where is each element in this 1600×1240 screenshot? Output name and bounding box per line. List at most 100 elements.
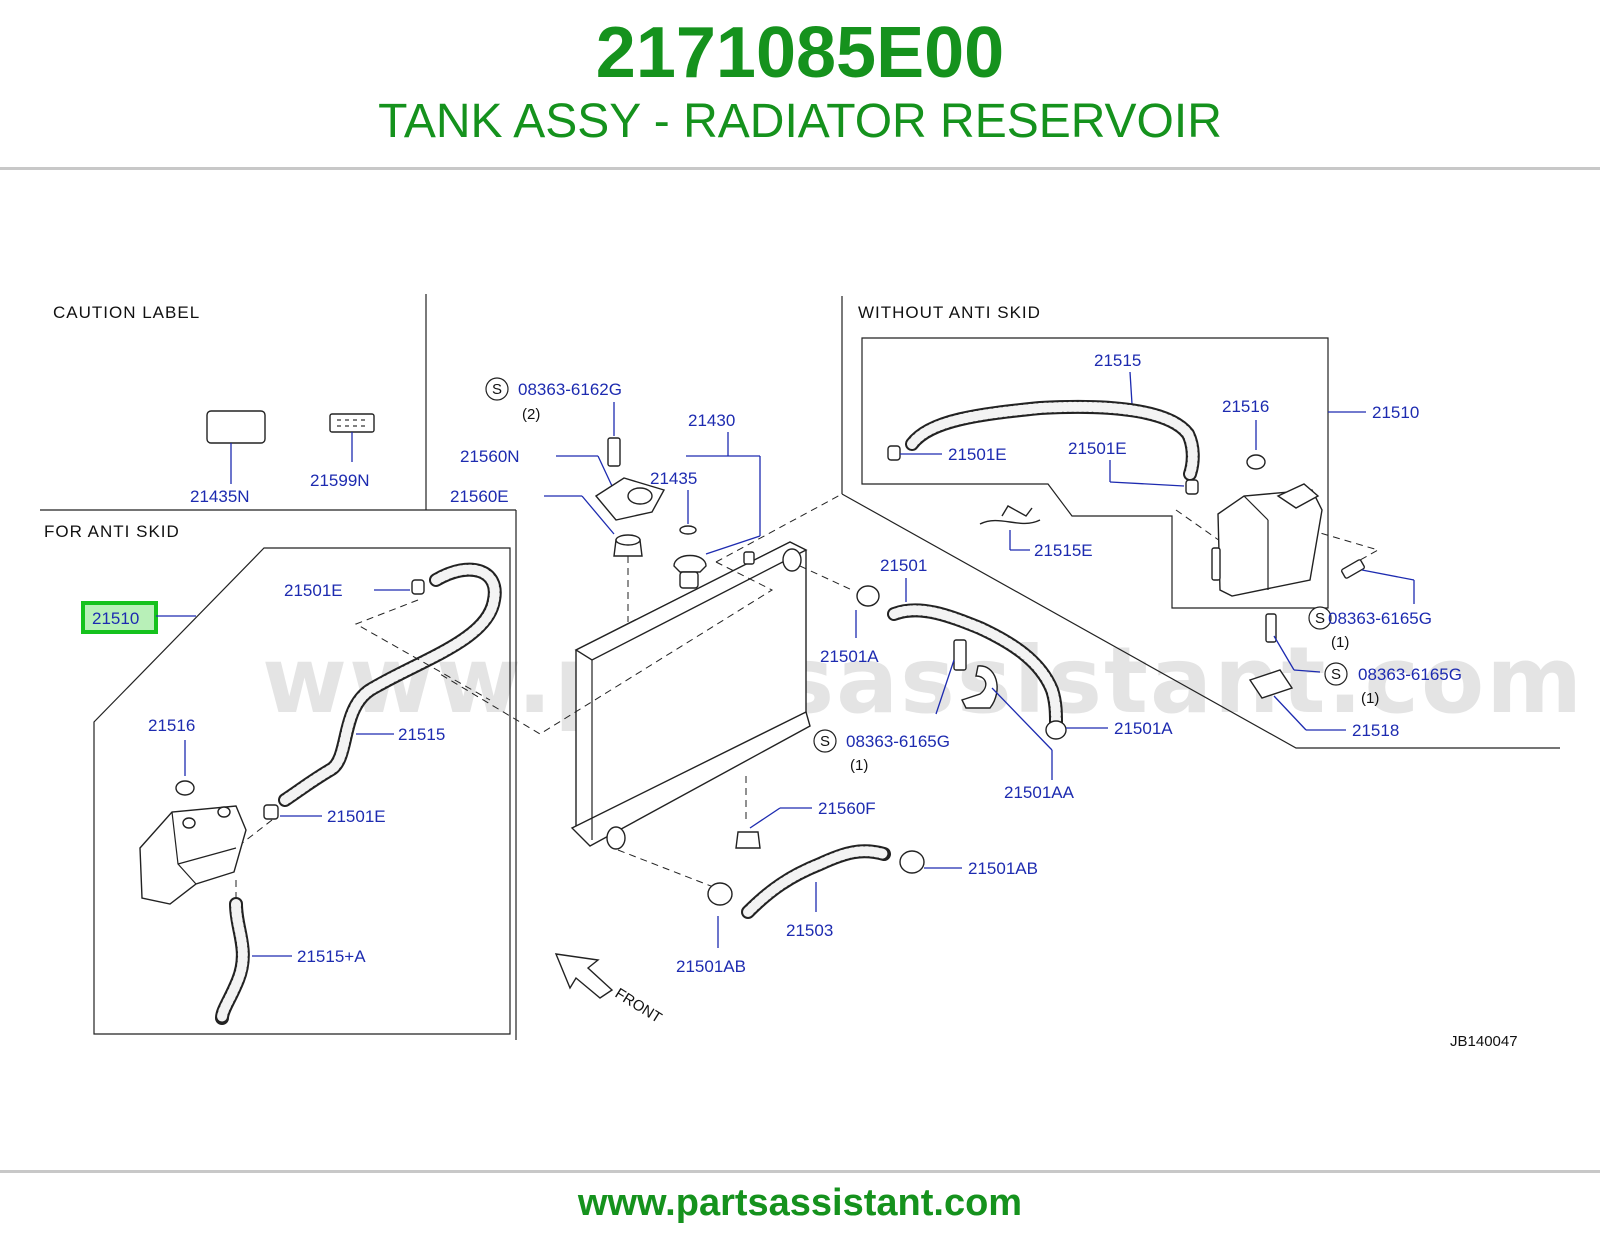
footer-url-link[interactable]: www.partsassistant.com (577, 1182, 1023, 1224)
callout-21501a-b[interactable]: 21501A (1114, 719, 1173, 738)
callout-21515a[interactable]: 21515+A (297, 947, 366, 966)
section-without-anti-skid: WITHOUT ANTI SKID (858, 303, 1041, 322)
callout-21510[interactable]: 21510 (1372, 403, 1419, 422)
callout-21515-a[interactable]: 21515 (398, 725, 445, 744)
callout-21515e[interactable]: 21515E (1034, 541, 1093, 560)
leader-21560n-b (597, 455, 613, 487)
callout-08363-6165g-b[interactable]: 08363-6165G (1328, 609, 1432, 628)
mount-21560f (735, 831, 761, 849)
reservoir-tank-anti-skid (139, 805, 247, 905)
symbol-s-d-text: S (1331, 666, 1341, 683)
bolt-08363-6162g (607, 437, 621, 467)
symbol-s-c (1308, 606, 1332, 630)
qty-2: (2) (522, 406, 540, 423)
bracket-21518 (1248, 669, 1294, 699)
bolt-08363-6165g-c (1265, 613, 1277, 643)
callout-21501[interactable]: 21501 (880, 556, 927, 575)
page-header: 2171085E00 TANK ASSY - RADIATOR RESERVOI… (0, 0, 1600, 170)
callout-21430[interactable]: 21430 (688, 411, 735, 430)
radiator-bottom-tank (570, 710, 811, 847)
clamp-21501e-b (263, 804, 279, 820)
header-divider (0, 167, 1600, 170)
callout-21501ab-a[interactable]: 21501AB (676, 957, 746, 976)
leader-21501e-d-b (1109, 481, 1185, 487)
qty-1-b: (1) (1331, 634, 1349, 651)
callout-21435[interactable]: 21435 (650, 469, 697, 488)
caution-label-21435n (206, 410, 266, 444)
front-label: FRONT (612, 985, 665, 1027)
footer-divider (0, 1170, 1600, 1173)
callout-21501e-c[interactable]: 21501E (948, 445, 1007, 464)
callout-21518[interactable]: 21518 (1352, 721, 1399, 740)
callout-21516-a[interactable]: 21516 (148, 716, 195, 735)
symbol-s-b-text: S (820, 733, 830, 750)
bracket-21501aa (961, 665, 998, 709)
part-name: TANK ASSY - RADIATOR RESERVOIR (378, 95, 1222, 148)
callout-21560n[interactable]: 21560N (460, 447, 520, 466)
callout-08363-6165g-c[interactable]: 08363-6165G (1358, 665, 1462, 684)
callout-21515-b[interactable]: 21515 (1094, 351, 1141, 370)
callout-08363-6165g-a[interactable]: 08363-6165G (846, 732, 950, 751)
lower-outlet (606, 826, 626, 850)
highlighted-part-box (81, 601, 158, 634)
qty-1-a: (1) (850, 757, 868, 774)
radiator-cap-21430 (673, 554, 707, 573)
leader-21518-a (1273, 695, 1307, 731)
reservoir-tank-without (1217, 489, 1323, 597)
leader-21430-d (705, 535, 761, 555)
leader-08363-6165g-a (935, 659, 955, 715)
leader-08363-6165g-c-a (1273, 635, 1295, 671)
wire-21515e (979, 505, 1041, 525)
section-anti-skid: FOR ANTI SKID (44, 522, 180, 541)
symbol-s-c-text: S (1315, 610, 1325, 627)
clamp-21501a-b (1045, 720, 1067, 740)
anti-skid-inner-frame (93, 547, 511, 1035)
leader-08363-6165g-c-b (1293, 669, 1321, 673)
callout-21516-b[interactable]: 21516 (1222, 397, 1269, 416)
leader-08363-6165g-b-a (1361, 569, 1415, 581)
callout-21501ab-b[interactable]: 21501AB (968, 859, 1038, 878)
callout-08363-6162g[interactable]: 08363-6162G (518, 380, 622, 399)
section-caution-label: CAUTION LABEL (53, 303, 200, 322)
callout-21435n[interactable]: 21435N (190, 487, 250, 506)
callout-21501a-a[interactable]: 21501A (820, 647, 879, 666)
clamp-21501e-a (411, 579, 425, 595)
drawing-id: JB140047 (1450, 1033, 1518, 1050)
clamp-21501ab-b (899, 850, 925, 874)
symbol-s-a-text: S (492, 381, 502, 398)
symbol-s-a (485, 377, 509, 401)
radiator-top-tank (574, 541, 808, 661)
cap-21516-b (1246, 454, 1266, 470)
bolt-tank (1341, 559, 1365, 579)
clamp-21501ab-a (707, 882, 733, 906)
leader-21560f-a (749, 807, 781, 829)
clamp-21501e-c (887, 445, 901, 461)
callout-21501e-d[interactable]: 21501E (1068, 439, 1127, 458)
leader-21560e-b (581, 495, 615, 535)
callout-21560e[interactable]: 21560E (450, 487, 509, 506)
callout-21599n[interactable]: 21599N (310, 471, 370, 490)
symbol-s-d (1324, 662, 1348, 686)
dash-center-4 (799, 565, 853, 591)
caution-label-21599n (329, 413, 375, 433)
clamp-21501a-a (856, 585, 880, 607)
callout-21560f[interactable]: 21560F (818, 799, 876, 818)
without-anti-skid-inner-frame (861, 337, 1329, 609)
upper-outlet (782, 548, 802, 572)
callout-21503[interactable]: 21503 (786, 921, 833, 940)
qty-1-c: (1) (1361, 690, 1379, 707)
cap-21516-a (175, 780, 195, 796)
clamp-21501e-d (1185, 479, 1199, 495)
callout-21510-highlighted[interactable]: 21510 (92, 609, 139, 628)
leader-21515-b (1129, 371, 1133, 405)
watermark: www.partsassistant.com (262, 627, 1584, 734)
callout-21501aa[interactable]: 21501AA (1004, 783, 1075, 802)
dash-center-5 (617, 849, 717, 889)
without-anti-skid-bottom-line (841, 493, 1560, 749)
leader-21501aa-a (991, 687, 1053, 751)
part-number: 2171085E00 (595, 13, 1005, 93)
bolt-08363-6165g-a (953, 639, 967, 671)
callout-21501e-a[interactable]: 21501E (284, 581, 343, 600)
callout-21501e-b[interactable]: 21501E (327, 807, 386, 826)
